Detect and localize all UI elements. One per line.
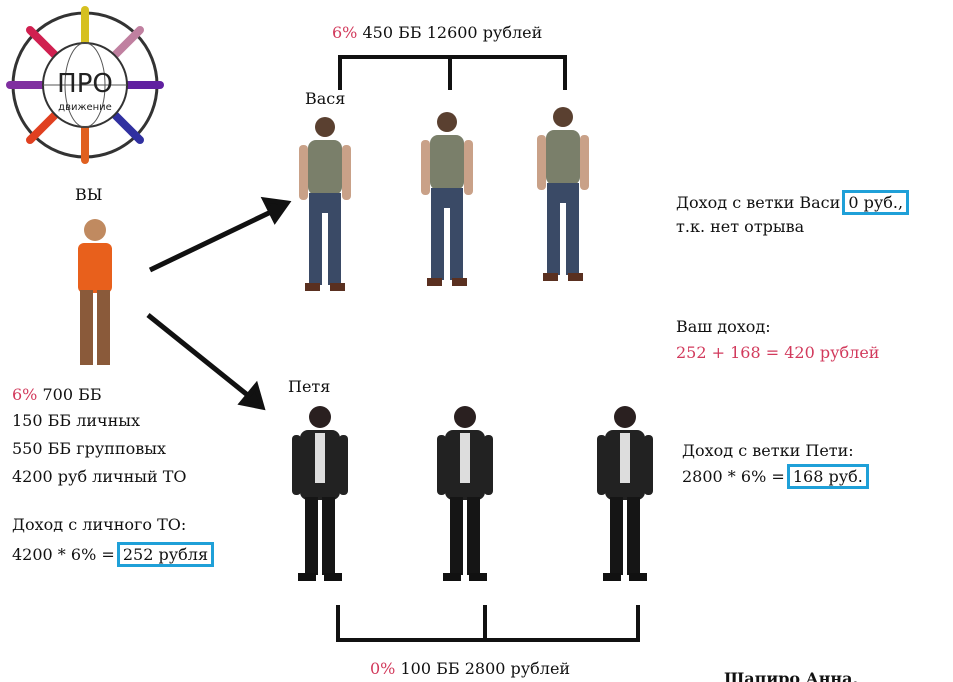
petya-member-figure bbox=[292, 406, 348, 581]
vasya-income: Доход с ветки Васи 0 руб., bbox=[676, 190, 910, 216]
vasya-summary: 6% 450 ББ 12600 рублей bbox=[332, 23, 543, 42]
petya-member-figure bbox=[597, 406, 653, 581]
petya-name: Петя bbox=[288, 377, 331, 396]
you-figure bbox=[78, 219, 112, 365]
petya-income-title: Доход с ветки Пети: bbox=[682, 441, 854, 460]
vasya-name: Вася bbox=[305, 89, 346, 108]
you-personal: 150 ББ личных bbox=[12, 411, 141, 430]
logo-subtext: движение bbox=[58, 102, 112, 113]
petya-summary: 0% 100 ББ 2800 рублей bbox=[370, 659, 571, 678]
petya-member-figure bbox=[437, 406, 493, 581]
total-formula: 252 + 168 = 420 рублей bbox=[676, 343, 880, 362]
author: Шапиро Анна, bbox=[724, 669, 859, 682]
vasya-member-figure bbox=[421, 112, 473, 286]
vasya-bracket bbox=[338, 55, 567, 90]
vasya-income-note: т.к. нет отрыва bbox=[676, 217, 805, 236]
you-label: ВЫ bbox=[75, 185, 103, 204]
petya-bracket bbox=[336, 605, 640, 642]
you-bb: 6% 700 ББ bbox=[12, 385, 102, 404]
total-title: Ваш доход: bbox=[676, 317, 771, 336]
logo bbox=[6, 6, 164, 164]
you-to: 4200 руб личный ТО bbox=[12, 467, 187, 486]
you-income-title: Доход с личного ТО: bbox=[12, 515, 187, 534]
arrows bbox=[146, 196, 292, 411]
petya-income: 2800 * 6% = 168 руб. bbox=[682, 464, 869, 490]
vasya-member-figure bbox=[299, 117, 351, 291]
you-income: 4200 * 6% = 252 рубля bbox=[12, 542, 215, 568]
logo-text: ПРО bbox=[57, 69, 113, 99]
vasya-member-figure bbox=[537, 107, 589, 281]
you-group: 550 ББ групповых bbox=[12, 439, 166, 458]
